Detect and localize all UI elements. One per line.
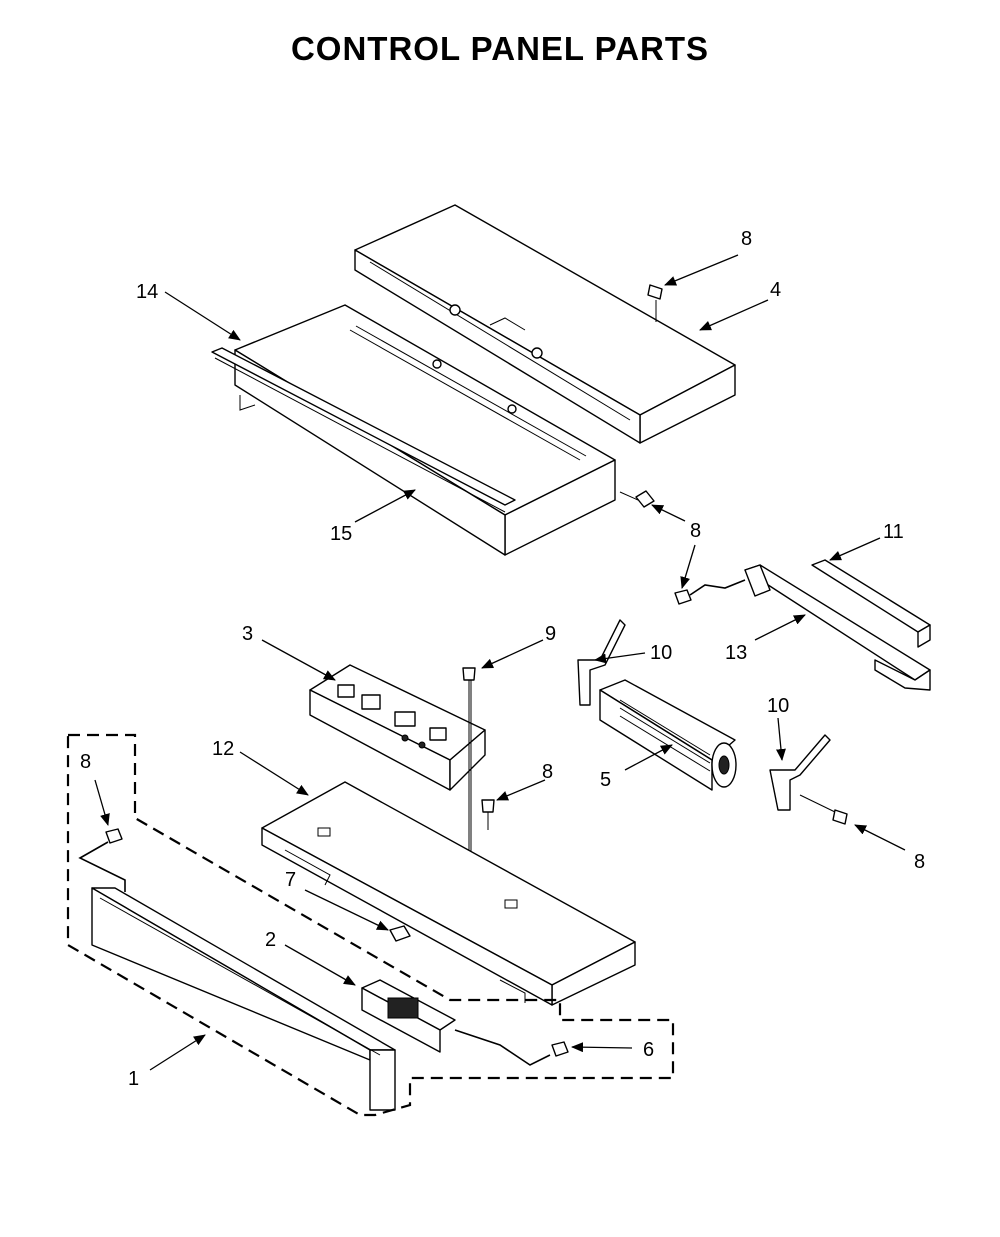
callout-6: 6 [643,1039,654,1061]
callout-2: 2 [265,929,276,951]
leader-lines [94,254,906,1071]
callout-7: 7 [285,869,296,891]
part-11-strip [811,559,931,648]
callout-8-center: 8 [542,761,553,783]
callout-12: 12 [212,738,234,760]
callout-1: 1 [128,1068,139,1090]
callout-5: 5 [600,769,611,791]
callout-11: 11 [883,521,904,543]
part-10-clip-lower [769,734,831,811]
callout-8-right: 8 [914,851,925,873]
callout-14: 14 [136,281,158,303]
callout-13: 13 [725,642,747,664]
screw-mid [619,490,655,508]
callout-10-lower: 10 [767,695,789,717]
part-14-rail [211,347,516,513]
part-7-clip [389,925,411,942]
callout-10-upper: 10 [650,642,672,664]
part-3-control-board [309,664,486,791]
callout-4: 4 [770,279,781,301]
screw-top [647,284,663,322]
callout-9: 9 [545,623,556,645]
part-5-fan [599,679,737,791]
part-15-control-box [234,304,616,556]
part-6-screw [454,1029,569,1066]
screw-left [78,828,126,892]
screw-plate [481,799,495,830]
part-2-display-board [361,979,456,1053]
callout-8-top: 8 [741,228,752,250]
callout-15: 15 [330,523,352,545]
part-1-front-panel [91,887,396,1111]
callout-8-mid: 8 [690,520,701,542]
dashed-group-outline-left [66,733,675,1117]
page-title: CONTROL PANEL PARTS [290,30,710,67]
callout-8-left: 8 [80,751,91,773]
part-4-top-cover [354,204,736,444]
screw-wire-right [674,579,746,605]
callout-3: 3 [242,623,253,645]
part-12-base-plate [261,781,636,1006]
screw-right-lower [799,794,848,825]
part-13-bracket [744,564,931,691]
